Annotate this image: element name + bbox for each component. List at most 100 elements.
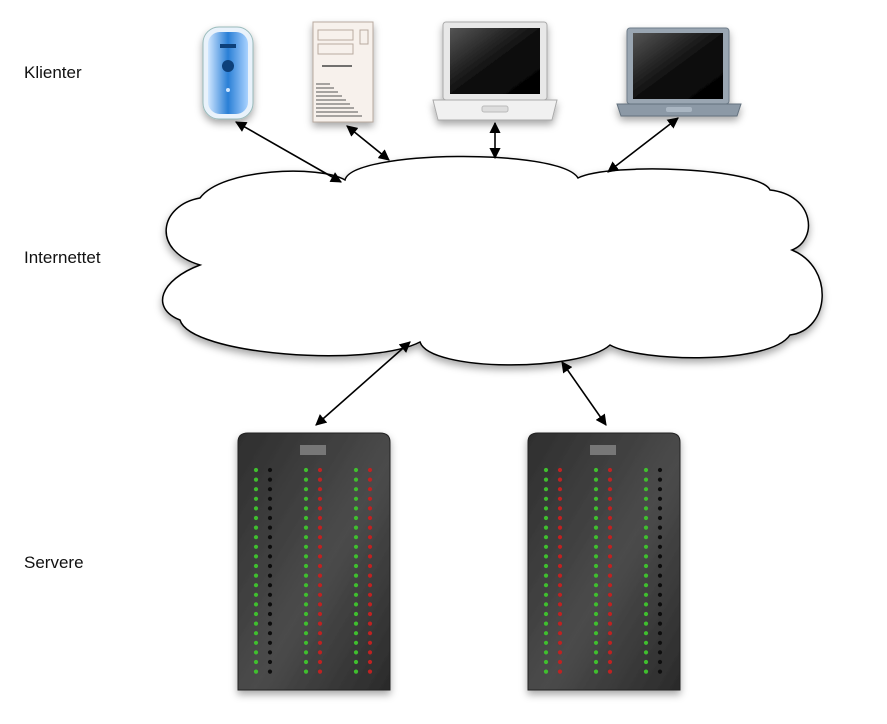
led-indicator [253, 506, 259, 511]
led-indicator [303, 554, 309, 559]
led-indicator [557, 467, 563, 473]
led-indicator [657, 496, 663, 501]
led-indicator [267, 563, 273, 569]
led-indicator [593, 525, 599, 530]
led-indicator [317, 477, 323, 482]
laptop-silver-icon [616, 27, 742, 117]
led-indicator [303, 621, 309, 626]
arrow-server-2 [561, 361, 607, 426]
arrow-client-4 [607, 117, 679, 173]
led-indicator [353, 650, 359, 655]
led-indicator [267, 496, 273, 501]
led-indicator [643, 467, 649, 473]
led-indicator [657, 554, 663, 559]
led-indicator [657, 669, 663, 674]
led-indicator [557, 631, 563, 636]
led-indicator [367, 467, 373, 473]
led-indicator [267, 650, 273, 655]
led-indicator [353, 535, 359, 540]
led-indicator [643, 592, 649, 597]
led-indicator [643, 535, 649, 540]
led-indicator [643, 583, 649, 588]
led-indicator [317, 496, 323, 501]
arrow-server-1 [315, 341, 411, 426]
led-indicator [607, 631, 613, 636]
led-indicator [643, 554, 649, 559]
led-indicator [607, 544, 613, 549]
server-1-leds [253, 467, 373, 674]
led-indicator [643, 611, 649, 617]
led-indicator [367, 544, 373, 549]
led-indicator [267, 669, 273, 674]
led-indicator [317, 640, 323, 645]
led-indicator [593, 535, 599, 540]
led-indicator [543, 669, 549, 674]
led-indicator [367, 477, 373, 482]
led-indicator [317, 506, 323, 511]
led-indicator [607, 659, 613, 665]
led-indicator [607, 592, 613, 597]
led-indicator [543, 554, 549, 559]
led-indicator [593, 583, 599, 588]
led-indicator [353, 496, 359, 501]
led-indicator [557, 496, 563, 501]
led-indicator [253, 496, 259, 501]
led-indicator [657, 477, 663, 482]
led-indicator [643, 515, 649, 521]
led-indicator [543, 525, 549, 530]
led-indicator [353, 621, 359, 626]
led-indicator [593, 640, 599, 645]
led-indicator [643, 544, 649, 549]
led-indicator [593, 602, 599, 607]
led-indicator [253, 592, 259, 597]
led-indicator [367, 640, 373, 645]
led-indicator [367, 621, 373, 626]
led-indicator [593, 487, 599, 492]
led-indicator [317, 487, 323, 492]
led-indicator [543, 496, 549, 501]
led-indicator [267, 592, 273, 597]
server-rack-icon [237, 432, 391, 691]
led-indicator [267, 640, 273, 645]
led-indicator [543, 544, 549, 549]
led-indicator [657, 602, 663, 607]
arrow-client-1 [235, 121, 342, 183]
led-indicator [253, 535, 259, 540]
led-indicator [353, 554, 359, 559]
led-indicator [267, 544, 273, 549]
led-indicator [267, 631, 273, 636]
led-indicator [317, 573, 323, 578]
led-indicator [593, 506, 599, 511]
led-indicator [643, 563, 649, 569]
led-indicator [657, 544, 663, 549]
server-2-leds [543, 467, 663, 674]
led-indicator [593, 592, 599, 597]
led-indicator [543, 583, 549, 588]
led-indicator [267, 515, 273, 521]
led-indicator [543, 467, 549, 473]
led-indicator [367, 602, 373, 607]
led-indicator [657, 621, 663, 626]
led-indicator [267, 554, 273, 559]
led-indicator [353, 573, 359, 578]
led-indicator [353, 640, 359, 645]
led-indicator [317, 650, 323, 655]
led-indicator [353, 631, 359, 636]
led-indicator [593, 659, 599, 665]
led-indicator [557, 487, 563, 492]
led-indicator [543, 621, 549, 626]
led-indicator [303, 487, 309, 492]
led-indicator [557, 659, 563, 665]
led-indicator [303, 659, 309, 665]
led-indicator [353, 515, 359, 521]
led-indicator [543, 602, 549, 607]
led-indicator [657, 592, 663, 597]
led-indicator [253, 525, 259, 530]
led-indicator [353, 525, 359, 530]
led-indicator [353, 602, 359, 607]
led-indicator [657, 611, 663, 617]
led-indicator [543, 640, 549, 645]
led-indicator [607, 563, 613, 569]
led-indicator [353, 592, 359, 597]
led-indicator [593, 554, 599, 559]
